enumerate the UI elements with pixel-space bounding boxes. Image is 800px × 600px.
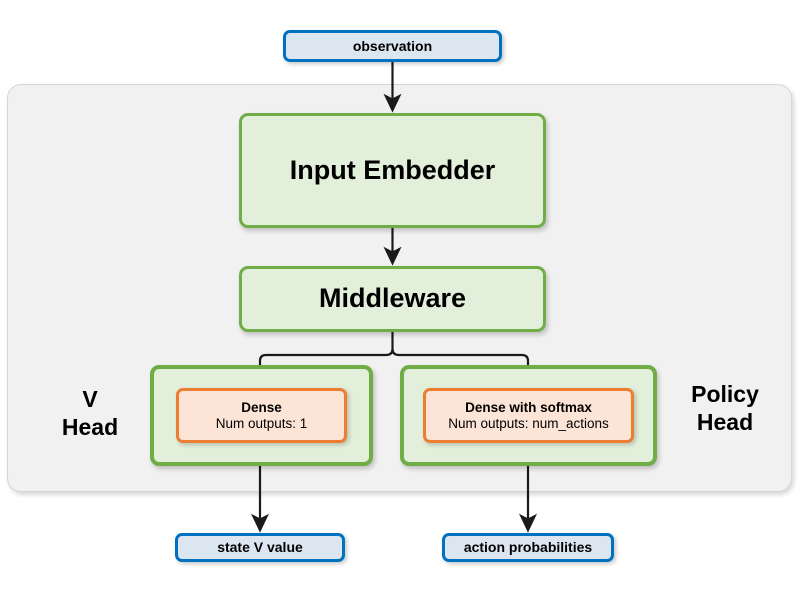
node-action-probabilities-label: action probabilities [463, 539, 593, 556]
node-dense-policy-title: Dense with softmax [465, 399, 592, 415]
label-policy-head-line2: Head [696, 409, 754, 436]
node-dense-policy-subtitle: Num outputs: num_actions [448, 415, 609, 431]
node-middleware[interactable]: Middleware [239, 266, 546, 332]
node-dense-v-title: Dense [241, 399, 282, 415]
node-dense-policy[interactable]: Dense with softmax Num outputs: num_acti… [423, 388, 634, 443]
node-observation-label: observation [352, 37, 433, 54]
label-policy-head: Policy Head [665, 380, 785, 436]
node-state-v-value-label: state V value [217, 539, 303, 556]
node-observation[interactable]: observation [283, 30, 502, 62]
label-v-head-line1: V [82, 386, 98, 412]
label-v-head: V Head [36, 385, 144, 441]
node-action-probabilities[interactable]: action probabilities [442, 533, 614, 562]
node-middleware-label: Middleware [318, 283, 467, 314]
node-dense-v-subtitle: Num outputs: 1 [215, 415, 308, 431]
node-input-embedder-label: Input Embedder [289, 154, 496, 185]
node-dense-v[interactable]: Dense Num outputs: 1 [176, 388, 347, 443]
node-state-v-value[interactable]: state V value [175, 533, 345, 562]
node-input-embedder[interactable]: Input Embedder [239, 113, 546, 228]
label-policy-head-line1: Policy [691, 381, 759, 407]
label-v-head-line2: Head [61, 414, 119, 441]
